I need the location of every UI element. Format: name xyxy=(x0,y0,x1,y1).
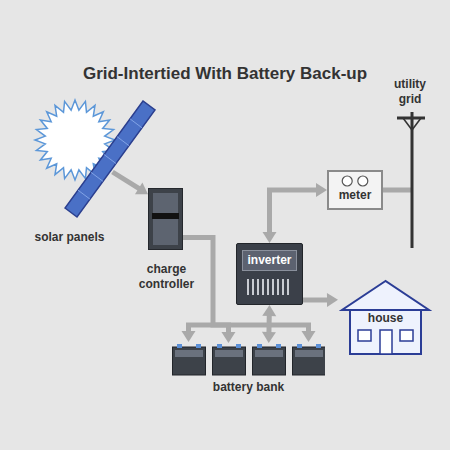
house-window xyxy=(358,330,371,341)
power-connector xyxy=(303,293,338,307)
connector-line xyxy=(270,190,319,234)
inverter-box: inverter xyxy=(236,243,303,305)
battery-cell xyxy=(213,347,246,375)
inverter-vents xyxy=(247,279,292,295)
pole-post xyxy=(411,112,414,248)
battery-terminal xyxy=(257,344,262,348)
part-label: charge controller xyxy=(124,262,209,292)
battery-bank: battery bank xyxy=(172,343,325,376)
battery-top xyxy=(295,350,323,357)
battery-bus xyxy=(186,323,311,333)
pole-art xyxy=(395,108,425,248)
house-label: house xyxy=(338,311,433,326)
battery-terminal xyxy=(316,344,321,348)
power-connector xyxy=(262,305,276,343)
battery-cell xyxy=(293,347,326,375)
panel-cell-line xyxy=(91,172,103,181)
bus-line xyxy=(186,323,311,328)
part-label: battery bank xyxy=(188,380,309,395)
battery-top xyxy=(255,350,283,357)
power-connector xyxy=(113,172,149,194)
panel-cell-line xyxy=(130,119,142,128)
power-connector xyxy=(263,183,328,243)
battery-terminal xyxy=(196,344,201,348)
panel-cell-line xyxy=(117,137,129,146)
connector-line xyxy=(383,188,412,193)
bus-arrowhead xyxy=(302,331,316,342)
utility-pole: utility grid xyxy=(395,108,425,248)
battery-terminal xyxy=(217,344,222,348)
battery-art xyxy=(172,343,325,376)
part-label: utility grid xyxy=(385,77,435,107)
connector-line xyxy=(113,172,141,189)
sun-disc xyxy=(51,116,99,164)
charge-controller: charge controller xyxy=(148,188,183,250)
panel-cell-line xyxy=(104,155,116,164)
inverter-label: inverter xyxy=(242,250,297,271)
controller-face xyxy=(153,193,178,245)
battery-top xyxy=(215,350,243,357)
controller-display xyxy=(152,213,179,219)
house-window xyxy=(400,330,413,341)
house-roof xyxy=(342,281,429,310)
meter-dials xyxy=(329,172,381,188)
panel-cell-line xyxy=(78,190,90,199)
battery-top xyxy=(175,350,203,357)
connector-line xyxy=(303,297,329,302)
part-label: solar panels xyxy=(22,230,117,245)
pole-brace xyxy=(403,118,412,130)
meter-box: meter xyxy=(327,170,383,210)
pole-brace xyxy=(412,118,421,130)
battery-terminal xyxy=(297,344,302,348)
diagram-title: Grid-Intertied With Battery Back-up xyxy=(0,64,450,84)
battery-terminal xyxy=(276,344,281,348)
house-shape: house xyxy=(338,278,433,356)
connector-line xyxy=(266,314,271,334)
panel-face xyxy=(65,101,155,217)
meter-dial xyxy=(358,176,368,186)
battery-terminal xyxy=(177,344,182,348)
bus-arrowhead xyxy=(182,331,196,342)
battery-cell xyxy=(253,347,286,375)
battery-terminal xyxy=(236,344,241,348)
meter-label: meter xyxy=(329,188,381,203)
meter-dial xyxy=(342,176,352,186)
house-door xyxy=(380,330,392,354)
battery-cell xyxy=(173,347,206,375)
power-connector xyxy=(383,190,412,191)
